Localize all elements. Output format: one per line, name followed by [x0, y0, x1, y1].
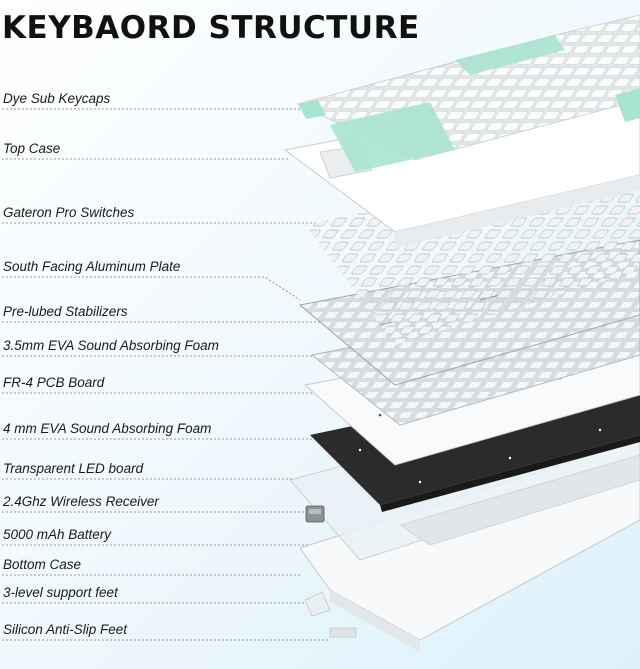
label-dye-sub-keycaps: Dye Sub Keycaps — [3, 91, 111, 106]
label-wireless-receiver: 2.4Ghz Wireless Receiver — [3, 494, 159, 509]
keycaps-layer — [296, 14, 640, 172]
label-anti-slip-feet: Silicon Anti-Slip Feet — [3, 622, 128, 637]
label-stabilizers: Pre-lubed Stabilizers — [3, 304, 128, 319]
label-eva-foam-4mm: 4 mm EVA Sound Absorbing Foam — [3, 421, 212, 436]
label-battery: 5000 mAh Battery — [3, 527, 112, 542]
label-aluminum-plate: South Facing Aluminum Plate — [3, 259, 181, 274]
wireless-receiver — [305, 505, 325, 523]
label-top-case: Top Case — [3, 141, 61, 156]
label-bottom-case: Bottom Case — [3, 557, 82, 572]
label-support-feet: 3-level support feet — [3, 585, 118, 600]
label-led-board: Transparent LED board — [3, 461, 144, 476]
page-title: KEYBAORD STRUCTURE — [2, 10, 420, 46]
label-switches: Gateron Pro Switches — [3, 205, 135, 220]
label-eva-foam-3-5mm: 3.5mm EVA Sound Absorbing Foam — [3, 338, 219, 353]
label-pcb-board: FR-4 PCB Board — [3, 375, 105, 390]
